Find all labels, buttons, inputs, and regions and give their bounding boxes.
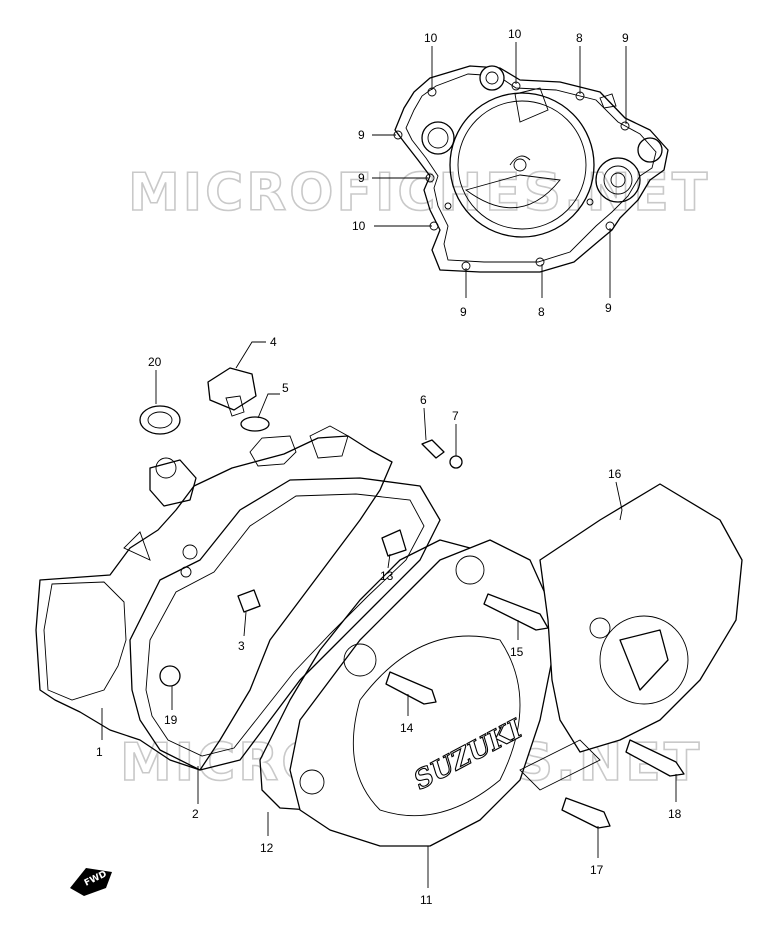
washer-part-7 [449,455,463,469]
callout-10b: 10 [508,27,522,41]
forward-arrow-icon: FWD [70,868,112,896]
gasket-part-2 [129,477,441,771]
callout-8b: 8 [538,305,545,319]
callout-15: 15 [510,645,524,659]
oil-filler-cap-part-4 [207,367,257,417]
callout-12: 12 [260,841,274,855]
callout-19: 19 [164,713,178,727]
callout-3: 3 [238,639,245,653]
o-ring-part-5 [240,416,270,432]
bolt-part-14 [385,671,437,705]
dowel-pin-part-3 [237,589,261,613]
callout-11: 11 [420,893,433,907]
callout-9c: 9 [358,171,365,185]
bolt-part-6 [421,439,445,459]
callout-9a: 9 [622,31,629,45]
callout-10c: 10 [352,219,366,233]
callout-labels: 10 10 8 9 9 9 10 9 8 9 20 4 5 6 7 16 13 … [96,27,682,907]
callout-16: 16 [608,467,622,481]
callout-9d: 9 [460,305,467,319]
callout-1: 1 [96,745,103,759]
bolt-part-15 [483,593,549,631]
callout-20: 20 [148,355,162,369]
gasket-part-2-inner [145,493,425,757]
callout-9e: 9 [605,301,612,315]
callout-5: 5 [282,381,289,395]
crankcase-left-part-1 [35,425,393,771]
o-ring-part-19 [159,665,181,687]
clutch-cover-top [393,65,669,273]
callout-18: 18 [668,807,682,821]
callout-8a: 8 [576,31,583,45]
callout-13: 13 [380,569,394,583]
watermark-top: MICROFICHES.NET [128,163,710,223]
callout-9b: 9 [358,128,365,142]
oil-seal-part-20 [139,405,181,435]
sprocket-cover-part-16 [519,483,743,791]
callout-6: 6 [420,393,427,407]
callout-7: 7 [452,409,459,423]
callout-14: 14 [400,721,414,735]
callout-17: 17 [590,863,604,877]
callout-10a: 10 [424,31,438,45]
bolt-part-17 [561,797,611,829]
callout-4: 4 [270,335,277,349]
bolt-part-18 [625,739,685,777]
leader-lines [101,42,677,888]
dowel-pin-part-13 [381,529,407,557]
callout-2: 2 [192,807,199,821]
